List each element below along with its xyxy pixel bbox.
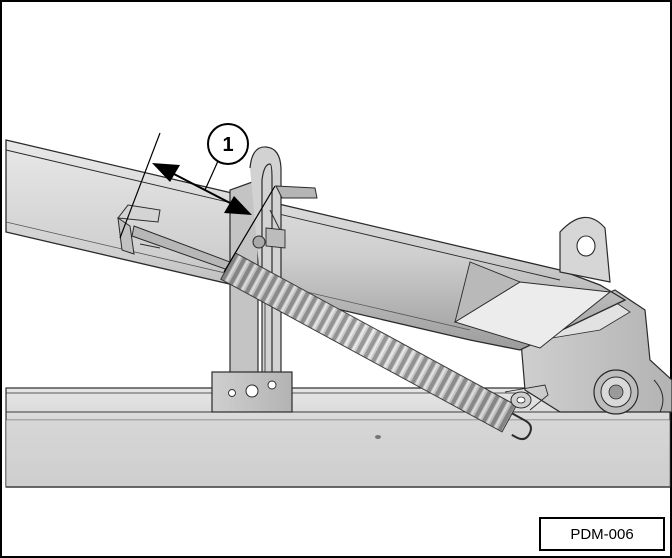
reference-code: PDM-006 xyxy=(570,525,634,543)
reference-code-box: PDM-006 xyxy=(539,517,665,551)
lift-arm xyxy=(5,139,627,351)
callout-leader xyxy=(204,160,219,191)
callout-circle-icon: 1 xyxy=(207,123,249,165)
spring-eye-bolt xyxy=(504,384,549,411)
ground-rail xyxy=(5,387,671,488)
extension-line-right xyxy=(223,185,276,273)
extension-line-left xyxy=(119,132,161,239)
dimension-arrow-icon xyxy=(152,163,252,215)
base-mount xyxy=(211,371,293,413)
callout-number: 1 xyxy=(222,134,233,156)
